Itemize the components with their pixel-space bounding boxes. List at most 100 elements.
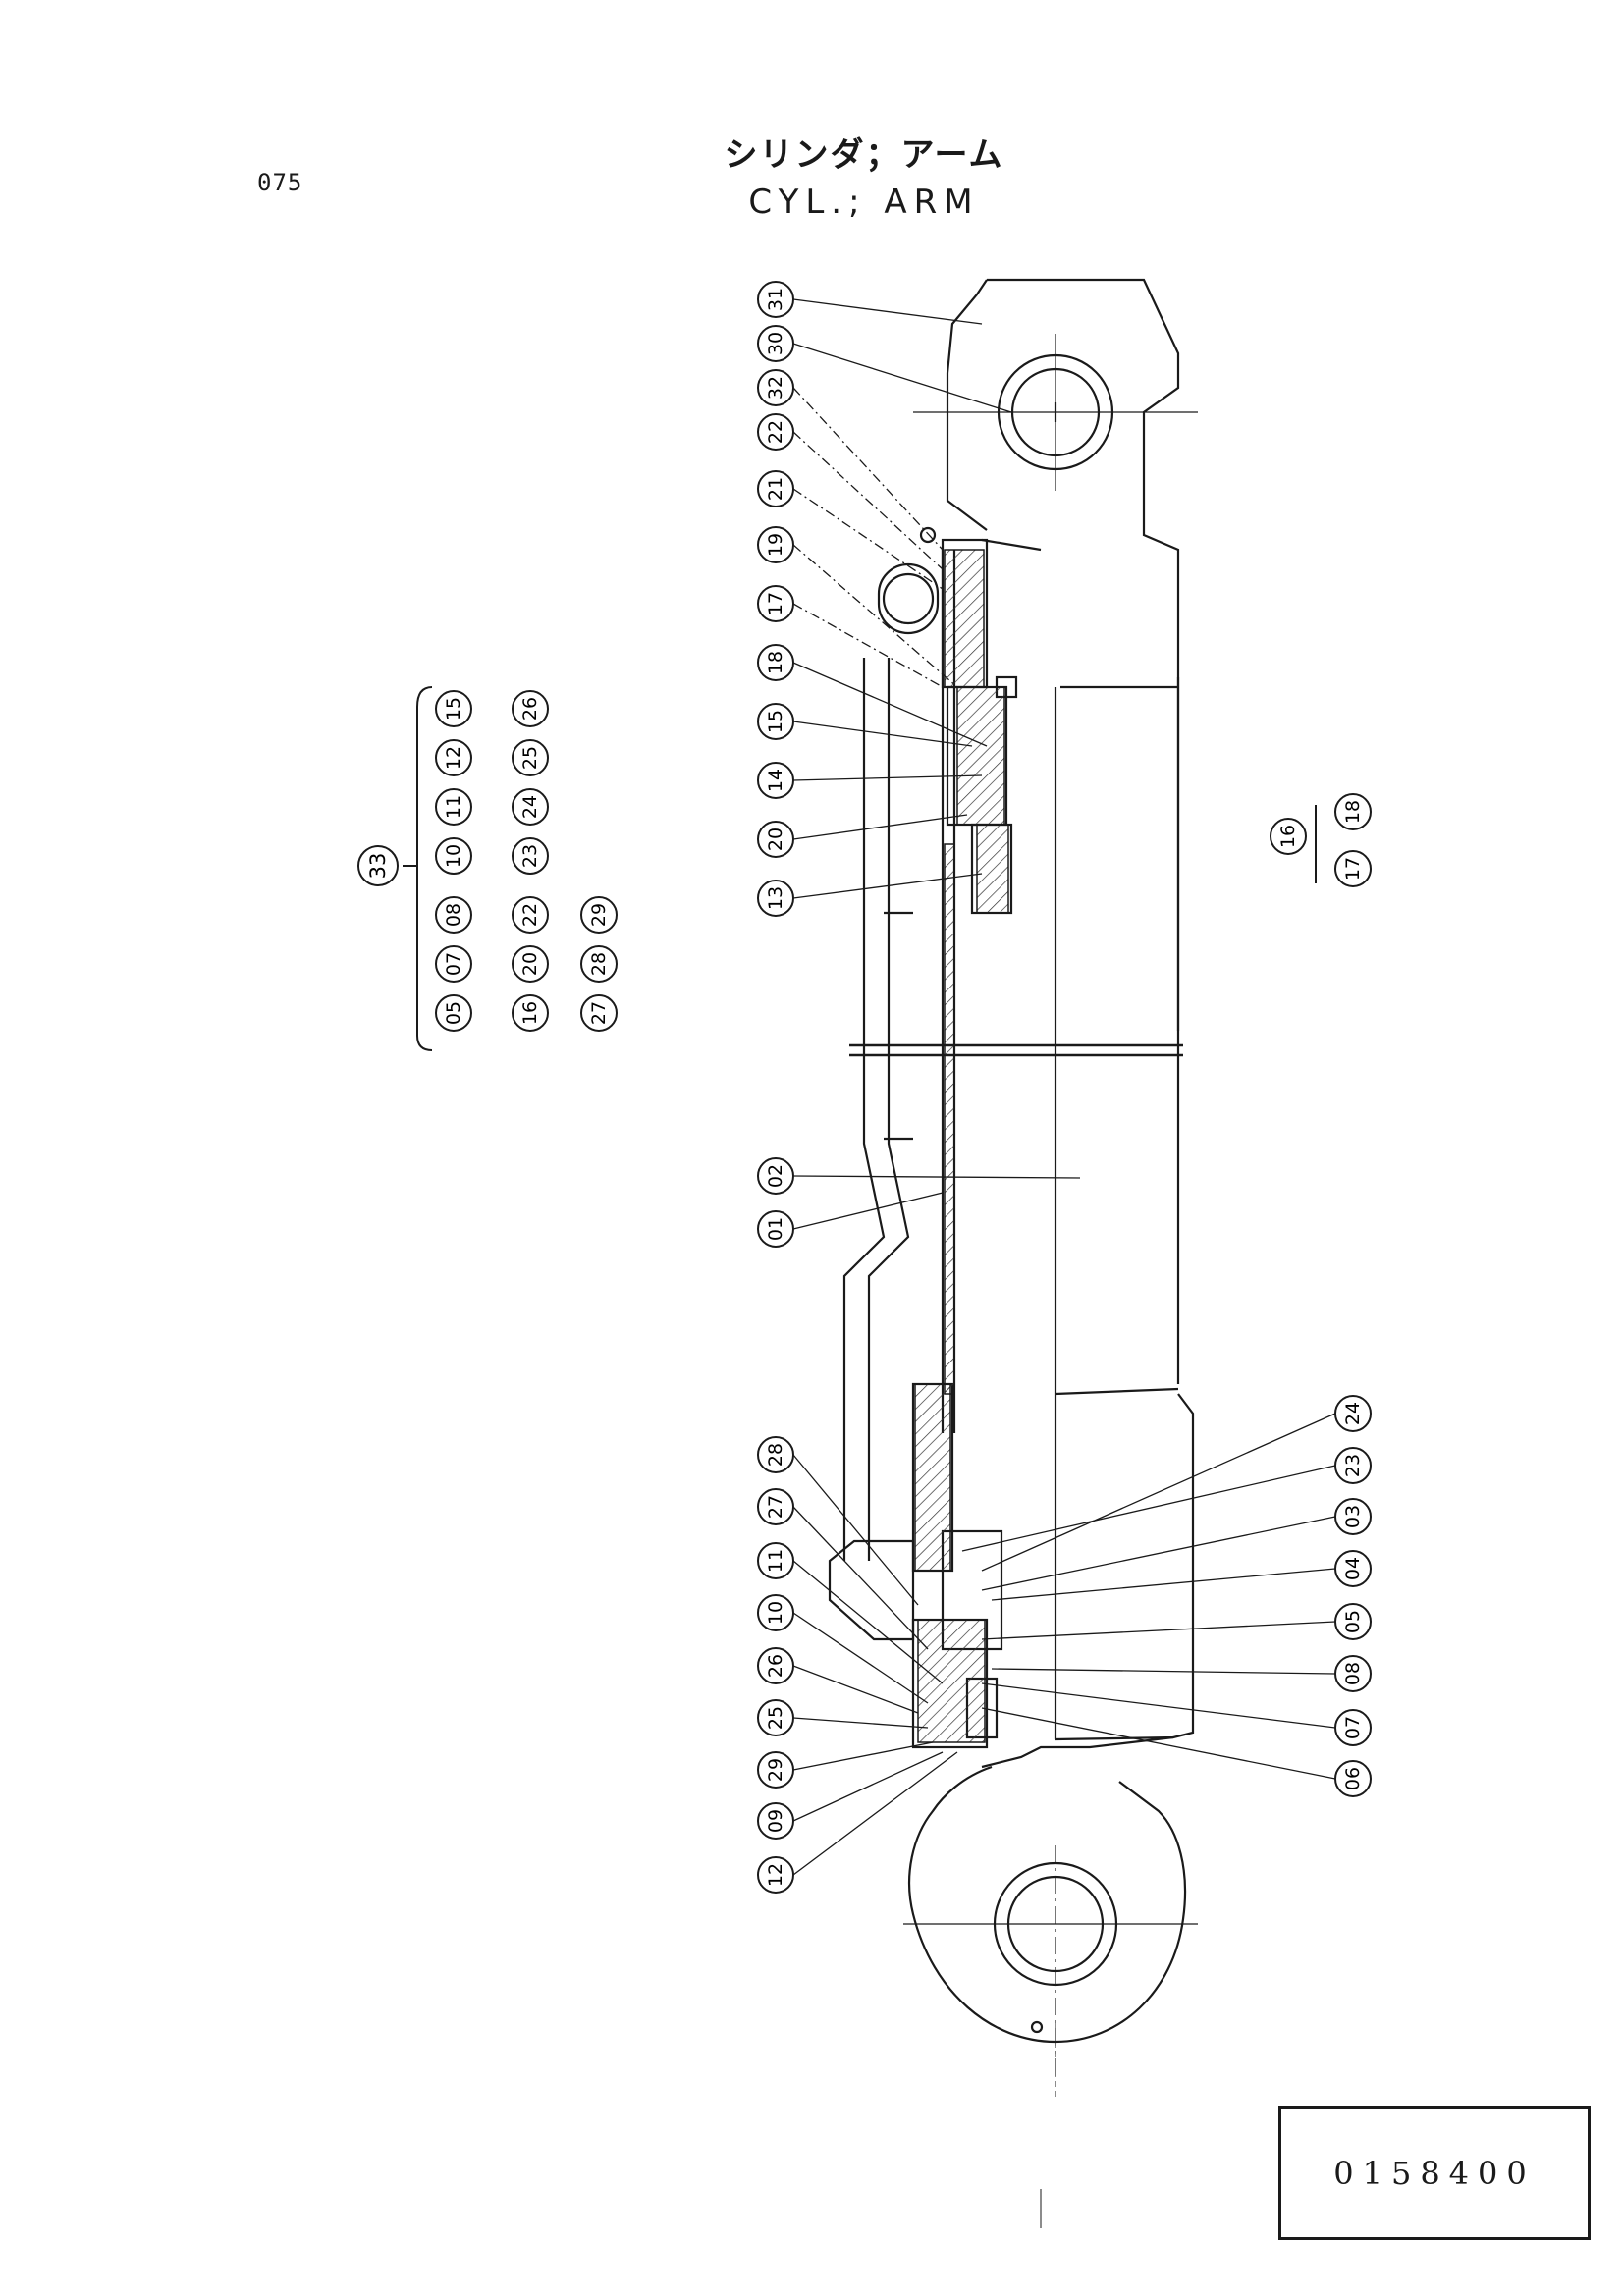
kit-33-item-15: 15 — [435, 690, 472, 727]
leader-line — [792, 1612, 929, 1704]
callout-layer: 31 30 32 22 21 19 17 18 15 14 20 13 02 01 24 23 03 04 05 08… — [757, 281, 1372, 1894]
leader-line — [981, 1707, 1336, 1780]
kit-33-item-27: 27 — [580, 994, 618, 1032]
callout-bubble-20: 20 — [757, 821, 794, 858]
callout-number: 11 — [443, 795, 464, 819]
callout-number: 22 — [519, 903, 541, 927]
callout-number: 15 — [765, 710, 786, 733]
callout-bubble-31: 31 — [757, 281, 794, 318]
kit-33-item-10: 10 — [435, 837, 472, 875]
callout-number: 07 — [443, 952, 464, 976]
callout-number: 25 — [765, 1706, 786, 1730]
callout-number: 09 — [765, 1809, 786, 1833]
leader-line — [792, 431, 944, 570]
leader-line — [792, 343, 1012, 413]
callout-number: 20 — [765, 828, 786, 851]
callout-bubble-21: 21 — [757, 470, 794, 507]
leader-line — [991, 1568, 1336, 1601]
leader-line — [792, 1665, 919, 1714]
callout-bubble-07: 07 — [1334, 1709, 1372, 1746]
leader-line — [792, 544, 958, 688]
callout-number: 24 — [519, 795, 541, 819]
kit-33-brace — [403, 686, 433, 1051]
callout-number: 23 — [1342, 1454, 1364, 1477]
kit-33-item-22: 22 — [512, 896, 549, 934]
callout-number: 26 — [519, 697, 541, 721]
leader-line — [961, 1465, 1336, 1552]
cross-section-hatching — [914, 549, 1009, 1743]
callout-number: 12 — [765, 1863, 786, 1887]
leader-line — [792, 488, 944, 590]
callout-number: 21 — [765, 477, 786, 501]
callout-number: 10 — [443, 844, 464, 868]
callout-number: 04 — [1342, 1557, 1364, 1580]
leader-line — [792, 1717, 929, 1729]
kit-33-item-20: 20 — [512, 945, 549, 983]
callout-bubble-26: 26 — [757, 1647, 794, 1684]
leader-line — [792, 298, 983, 325]
callout-number: 14 — [765, 769, 786, 792]
callout-bubble-09: 09 — [757, 1802, 794, 1840]
callout-bubble-15: 15 — [757, 703, 794, 740]
callout-bubble-03: 03 — [1334, 1498, 1372, 1535]
callout-bubble-04: 04 — [1334, 1550, 1372, 1587]
callout-bubble-02: 02 — [757, 1157, 794, 1195]
callout-number: 01 — [765, 1217, 786, 1241]
leader-line — [792, 1454, 919, 1606]
leader-line — [792, 774, 983, 781]
callout-number: 13 — [765, 886, 786, 910]
leader-line — [792, 1506, 929, 1650]
callout-bubble-10: 10 — [757, 1594, 794, 1631]
callout-number: 06 — [1342, 1767, 1364, 1790]
kit-16-group: 16 18 17 — [1270, 793, 1372, 887]
callout-bubble-12: 12 — [757, 1856, 794, 1894]
callout-number: 32 — [765, 376, 786, 400]
kit-16-item-18: 18 — [1334, 793, 1372, 830]
callout-number: 26 — [765, 1654, 786, 1678]
kit-33-item-28: 28 — [580, 945, 618, 983]
leader-line — [981, 1621, 1336, 1640]
kit-33-item-07: 07 — [435, 945, 472, 983]
leader-line — [792, 1192, 944, 1230]
callout-number: 16 — [519, 1001, 541, 1025]
callout-bubble-32: 32 — [757, 369, 794, 406]
callout-number: 22 — [765, 420, 786, 444]
callout-number: 11 — [765, 1549, 786, 1573]
callout-number: 23 — [519, 844, 541, 868]
callout-number: 28 — [588, 952, 610, 976]
kit-33-item-12: 12 — [435, 739, 472, 776]
callout-bubble-08: 08 — [1334, 1655, 1372, 1692]
callout-number: 17 — [1342, 857, 1364, 881]
page-number: 075 — [257, 169, 303, 196]
callout-bubble-19: 19 — [757, 526, 794, 563]
callout-bubble-18: 18 — [757, 644, 794, 681]
kit-16-item-17: 17 — [1334, 850, 1372, 887]
callout-number: 12 — [443, 746, 464, 770]
callout-bubble-28: 28 — [757, 1436, 794, 1473]
kit-33-item-25: 25 — [512, 739, 549, 776]
center-lines — [1040, 2022, 1056, 2228]
callout-bubble-29: 29 — [757, 1751, 794, 1789]
kit-33-item-24: 24 — [512, 788, 549, 826]
callout-bubble-11: 11 — [757, 1542, 794, 1579]
callout-number: 07 — [1342, 1716, 1364, 1739]
leader-line — [792, 1560, 944, 1684]
callout-number: 16 — [1277, 825, 1299, 848]
leader-line — [981, 1413, 1336, 1572]
leader-line — [792, 603, 944, 688]
title-english: CYL.; ARM — [748, 183, 980, 222]
callout-number: 05 — [443, 1001, 464, 1025]
leader-line — [792, 721, 973, 747]
callout-number: 05 — [1342, 1610, 1364, 1633]
callout-number: 20 — [519, 952, 541, 976]
leader-line — [981, 1682, 1336, 1729]
callout-bubble-24: 24 — [1334, 1395, 1372, 1432]
callout-bubble-06: 06 — [1334, 1760, 1372, 1797]
kit-33-item-05: 05 — [435, 994, 472, 1032]
title-japanese: シリンダ；アーム — [724, 135, 1004, 175]
callout-bubble-30: 30 — [757, 325, 794, 362]
callout-number: 08 — [443, 903, 464, 927]
callout-number: 19 — [765, 533, 786, 557]
kit-16-label: 16 — [1270, 818, 1307, 855]
